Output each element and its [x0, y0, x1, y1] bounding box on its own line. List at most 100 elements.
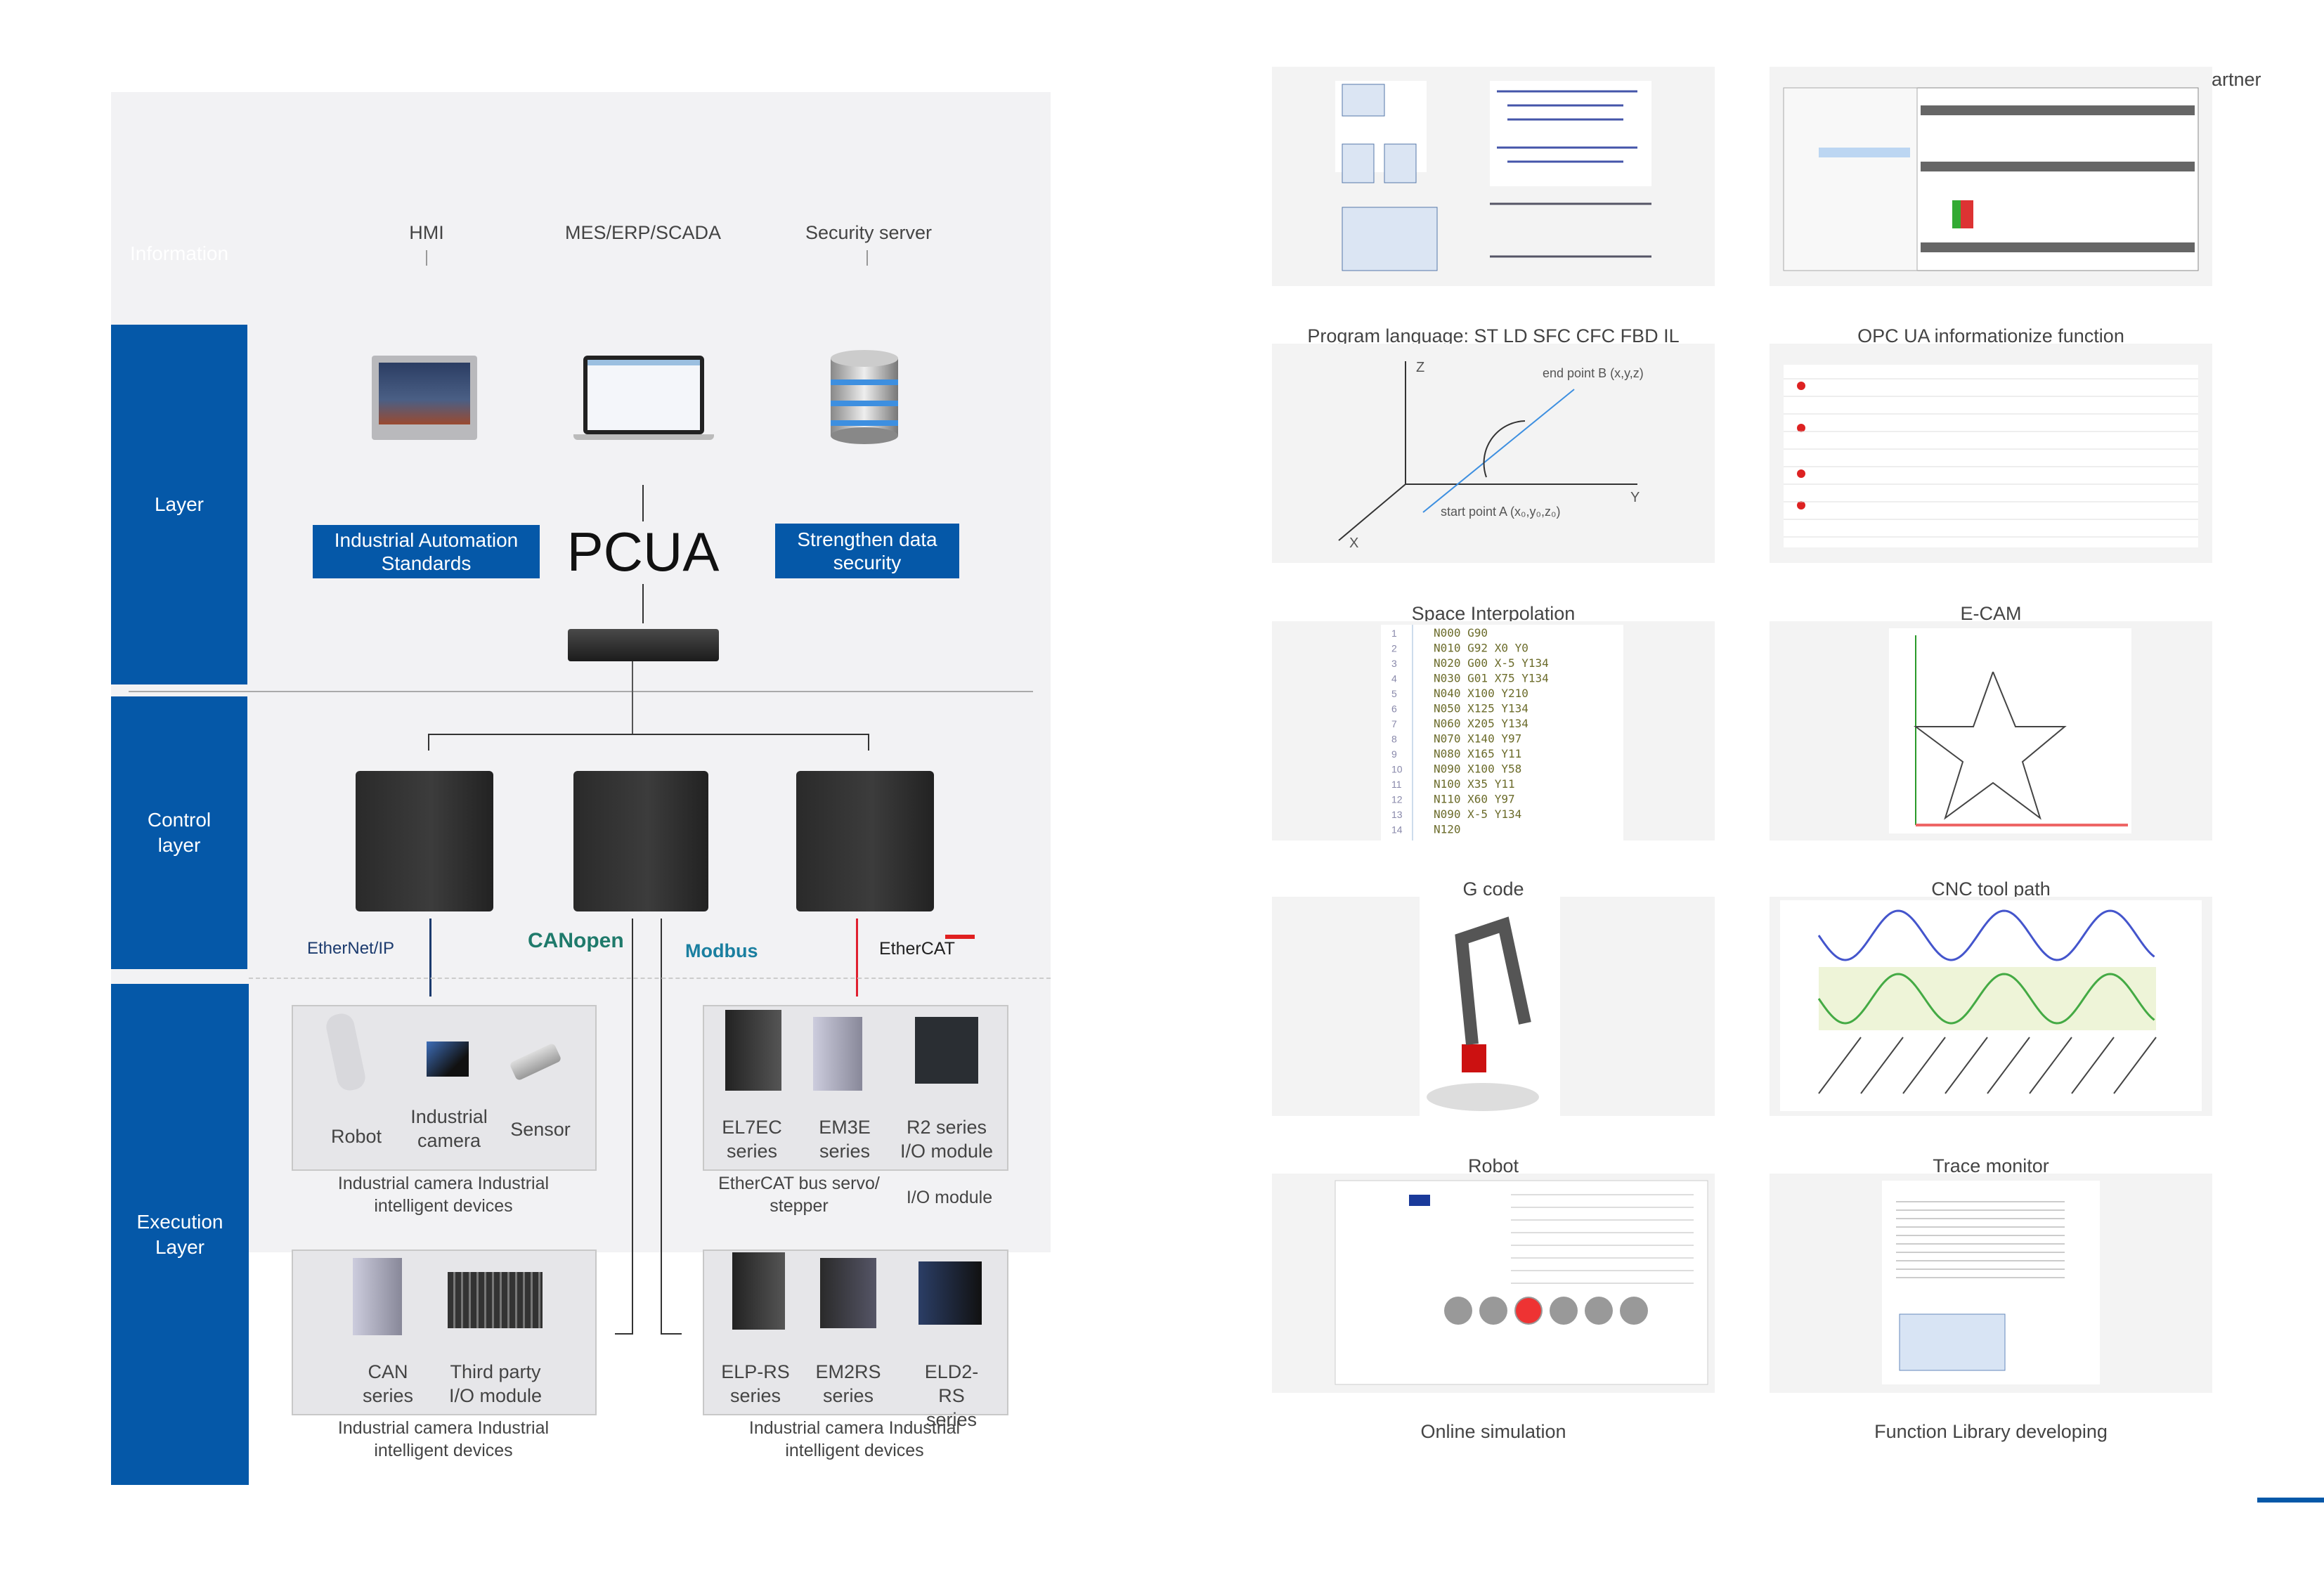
eld2-drive-icon	[918, 1261, 982, 1325]
io-module-icon	[915, 1017, 978, 1084]
strengthen-security-box: Strengthen data security	[775, 524, 959, 578]
feature-caption: Trace monitor	[1933, 1155, 2049, 1176]
svg-text:11: 11	[1391, 779, 1402, 790]
r2-label: R2 series I/O module	[900, 1117, 994, 1162]
plc-controller-icon	[573, 771, 708, 911]
gcode-line: N090 X100 Y58	[1434, 762, 1521, 776]
feature-caption: E-CAM	[1960, 603, 2022, 624]
gcode-line: N080 X165 Y11	[1434, 747, 1521, 760]
svg-text:13: 13	[1391, 809, 1403, 820]
can-drive-icon	[353, 1258, 402, 1335]
ethercat-logo: EtherCAT	[879, 939, 955, 959]
security-server-label: Security server	[805, 222, 933, 243]
accent-bar	[2257, 1498, 2324, 1503]
elp-rs-label: ELP-RS series	[721, 1361, 790, 1406]
industrial-automation-standards-box: Industrial Automation Standards	[313, 525, 540, 578]
partner-text-fragment: artner	[2212, 69, 2261, 90]
sensor-label: Sensor	[510, 1119, 571, 1140]
information-label: Information	[130, 242, 229, 264]
gcode-line: N010 G92 X0 Y0	[1434, 642, 1528, 655]
eld2-rs-label: ELD2-RS series	[924, 1361, 979, 1430]
box-caption: Industrial camera Industrial intelligent…	[748, 1418, 961, 1460]
em2rs-label: EM2RS series	[815, 1361, 881, 1406]
industrial-camera-label: Industrial camera	[410, 1106, 488, 1151]
feature-caption: CNC tool path	[1931, 878, 2051, 900]
svg-text:5: 5	[1391, 688, 1397, 699]
gcode-line: N060 X205 Y134	[1434, 717, 1528, 730]
feature-screenshot-tile	[1770, 67, 2212, 286]
layer-label: Layer	[111, 325, 247, 684]
svg-text:Z: Z	[1416, 360, 1424, 375]
feature-screenshot-tile: end point B (x,y,z) start point A (x₀,y₀,…	[1272, 344, 1715, 563]
database-icon	[831, 350, 898, 444]
svg-text:X: X	[1349, 536, 1358, 551]
robot-label: Robot	[330, 1126, 382, 1147]
box-caption-io: I/O module	[906, 1188, 993, 1207]
execution-layer-label: Execution Layer	[111, 984, 249, 1485]
gcode-line: N090 X-5 Y134	[1434, 807, 1521, 821]
svg-text:3: 3	[1391, 658, 1397, 669]
gcode-line: N030 G01 X75 Y134	[1434, 672, 1549, 685]
feature-caption: OPC UA informationize function	[1857, 325, 2124, 346]
device-box-ethercat: EL7EC series EM3E series R2 series I/O m…	[703, 1005, 1008, 1171]
feature-screenshot-tile	[1272, 897, 1715, 1116]
network-switch-icon	[568, 629, 719, 661]
svg-text:Y: Y	[1630, 490, 1640, 505]
device-box-rs: ELP-RS series EM2RS series ELD2-RS serie…	[703, 1250, 1008, 1430]
feature-screenshot-tile	[1770, 897, 2212, 1116]
svg-text:10: 10	[1391, 764, 1403, 775]
svg-text:12: 12	[1391, 794, 1403, 805]
svg-text:1: 1	[1391, 628, 1397, 639]
svg-text:end point B (x,y,z): end point B (x,y,z)	[1543, 366, 1644, 380]
feature-screenshot-tile	[1770, 344, 2212, 563]
gcode-line: N070 X140 Y97	[1434, 732, 1521, 746]
control-layer-label: Control layer	[111, 696, 247, 969]
feature-caption: Function Library developing	[1874, 1421, 2108, 1442]
box-caption: Industrial camera Industrial intelligent…	[337, 1418, 550, 1460]
device-box-can: CAN series Third party I/O module	[292, 1250, 597, 1415]
plc-controller-icon	[796, 771, 934, 911]
device-box-sensors: Robot Industrial camera Sensor	[292, 1005, 597, 1171]
feature-caption: Online simulation	[1420, 1421, 1566, 1442]
sensor-icon	[509, 1042, 562, 1082]
hmi-panel-icon	[372, 356, 477, 440]
mes-label: MES/ERP/SCADA	[564, 222, 722, 243]
svg-text:start point A (x₀,y₀,z₀): start point A (x₀,y₀,z₀)	[1441, 505, 1560, 519]
plc-controller-icon	[356, 771, 493, 911]
svg-text:8: 8	[1391, 734, 1397, 745]
servo-drive-icon	[725, 1010, 781, 1091]
svg-text:6: 6	[1391, 703, 1397, 715]
gcode-line: N120	[1434, 823, 1461, 836]
gcode-line: N020 G00 X-5 Y134	[1434, 656, 1549, 670]
laptop-icon	[573, 356, 714, 443]
layer-divider	[129, 691, 1033, 692]
svg-text:14: 14	[1391, 824, 1403, 836]
box-caption: Industrial camera Industrial intelligent…	[337, 1174, 550, 1216]
feature-screenshot-tile	[1272, 1174, 1715, 1393]
pcua-title: PCUA	[566, 521, 720, 583]
hmi-label: HMI	[409, 222, 444, 243]
can-series-label: CAN series	[362, 1361, 414, 1406]
feature-screenshot-tile	[1770, 1174, 2212, 1393]
stepper-drive-icon	[813, 1017, 862, 1091]
feature-caption: Robot	[1467, 1155, 1519, 1176]
gcode-line: N100 X35 Y11	[1434, 777, 1515, 791]
feature-caption: Program language: ST LD SFC CFC FBD IL	[1307, 325, 1680, 346]
gcode-line: N110 X60 Y97	[1434, 793, 1515, 806]
canopen-logo: CANopen	[528, 929, 624, 952]
el7ec-label: EL7EC series	[722, 1117, 782, 1162]
gcode-line: N040 X100 Y210	[1434, 687, 1528, 700]
modbus-logo: Modbus	[685, 940, 758, 961]
camera-icon	[427, 1041, 469, 1077]
svg-text:7: 7	[1391, 718, 1397, 729]
elp-drive-icon	[732, 1252, 785, 1330]
ethernetip-logo: EtherNet/IP	[307, 939, 395, 958]
third-party-io-label: Third party I/O module	[448, 1361, 543, 1406]
svg-text:9: 9	[1391, 748, 1397, 760]
em2rs-drive-icon	[820, 1258, 876, 1328]
gcode-line: N000 G90	[1434, 626, 1488, 640]
gcode-line: N050 X125 Y134	[1434, 702, 1528, 715]
em3e-label: EM3E series	[819, 1117, 871, 1162]
svg-text:2: 2	[1391, 643, 1397, 654]
feature-caption: Space Interpolation	[1411, 603, 1576, 624]
